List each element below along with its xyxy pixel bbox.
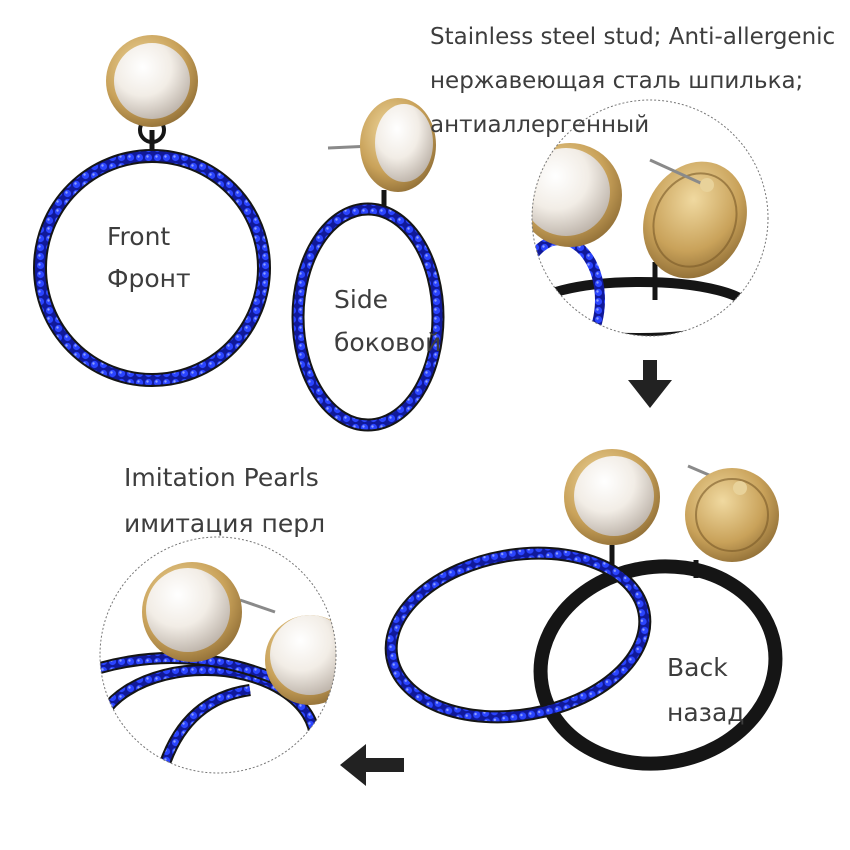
back-label-ru: назад: [667, 698, 745, 727]
pearls-label-ru: имитация перл: [124, 509, 326, 538]
detail-circle-stud: [531, 99, 769, 337]
side-earring: [291, 98, 445, 432]
detail-circle-pearls: [99, 536, 337, 774]
pearls-label-en: Imitation Pearls: [124, 463, 319, 492]
stud-caption-line3: антиаллергенный: [430, 112, 650, 138]
back-label-en: Back: [667, 653, 728, 682]
arrow-down-icon: [628, 360, 672, 408]
stud-caption-line2: нержавеющая сталь шпилька;: [430, 68, 804, 94]
stud-caption-line1: Stainless steel stud; Anti-allergenic: [430, 24, 836, 50]
side-label-ru: боковой: [334, 328, 442, 357]
side-label-en: Side: [334, 285, 389, 314]
front-earring: [33, 35, 271, 387]
arrow-left-icon: [340, 744, 404, 786]
front-label-en: Front: [107, 222, 171, 251]
back-earring-pair: [384, 449, 783, 771]
front-label-ru: Фронт: [107, 264, 191, 293]
